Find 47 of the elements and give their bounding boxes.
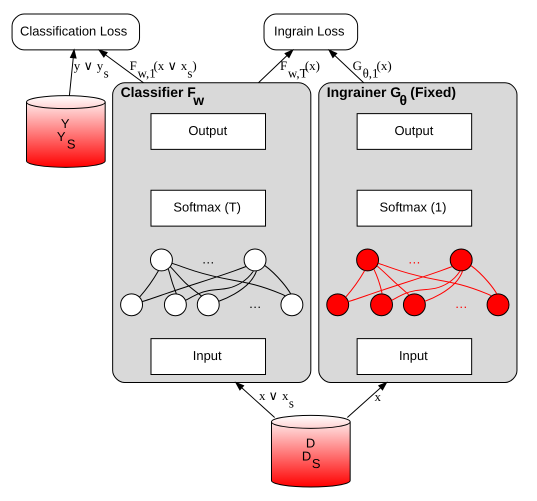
arrow (258, 49, 294, 84)
connector (376, 266, 410, 296)
connector (168, 268, 177, 294)
node-box: Softmax (1) (356, 190, 472, 227)
node-box: Ingrain Loss (264, 13, 358, 50)
arrow (328, 49, 364, 84)
connector (264, 265, 292, 294)
arrow (98, 49, 144, 84)
arrow (234, 381, 276, 418)
node-box: Input (150, 338, 266, 375)
connector (170, 266, 202, 296)
node-circle (402, 293, 426, 316)
label: … (408, 251, 421, 266)
connector (391, 270, 460, 301)
node-box: Softmax (T) (150, 190, 266, 227)
node-circle (450, 248, 473, 272)
label: … (248, 296, 262, 312)
connector (345, 270, 366, 298)
connector (139, 270, 159, 298)
node-box: Input (356, 338, 472, 375)
connector (172, 262, 286, 296)
node-circle (280, 293, 304, 316)
label: … (202, 251, 215, 266)
arrow (68, 48, 77, 96)
node-box: Classification Loss (12, 13, 140, 50)
connector (218, 270, 257, 302)
connector (142, 266, 247, 302)
node-circle (486, 293, 510, 316)
node-circle (370, 293, 393, 316)
connector (373, 268, 383, 294)
label: … (454, 296, 468, 312)
connector (470, 265, 498, 294)
node-circle (326, 293, 350, 316)
node-circle (196, 293, 220, 316)
node-box: Output (150, 113, 266, 150)
node-circle (244, 248, 266, 272)
connector (424, 270, 464, 302)
connector (378, 262, 492, 296)
edge-label: x (374, 388, 382, 404)
node-circle (120, 293, 144, 316)
node-circle (150, 248, 173, 272)
connector (348, 266, 453, 302)
node-circle (356, 248, 380, 272)
node-box: Output (356, 113, 472, 150)
arrow (346, 381, 388, 418)
node-circle (164, 293, 187, 316)
connector (185, 270, 254, 301)
